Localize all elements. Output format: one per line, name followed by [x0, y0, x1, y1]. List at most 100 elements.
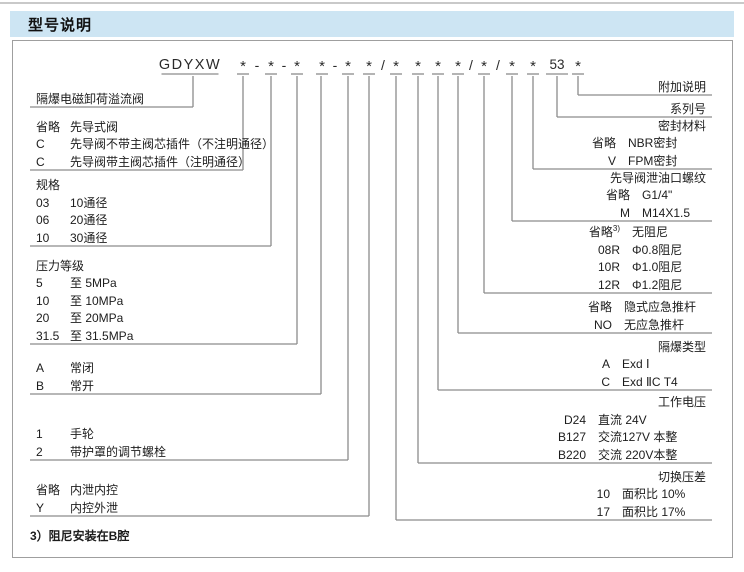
row-header: 隔爆类型: [657, 339, 706, 354]
row-code: D24: [563, 412, 586, 427]
row-code: 31.5: [36, 328, 60, 343]
label-row: 10 至 10MPa: [36, 293, 123, 310]
code-segment: -: [332, 57, 338, 73]
code-segment: *: [435, 58, 441, 75]
label-row: 省略3)无阻尼: [584, 224, 706, 241]
row-code: 08R: [597, 242, 620, 257]
row-desc: 面积比 17%: [622, 504, 686, 519]
code-segment: *: [415, 58, 421, 75]
row-desc: 规格: [36, 178, 61, 193]
row-desc: 至 10MPa: [70, 293, 124, 308]
row-code: M: [620, 205, 630, 220]
label-row: 省略隐式应急推杆: [576, 299, 706, 316]
row-code: 省略3): [588, 224, 620, 240]
row-code: V: [607, 153, 616, 168]
row-code: C: [36, 154, 45, 169]
row-code: 03: [36, 195, 50, 210]
row-code: 省略: [587, 300, 612, 315]
row-desc: 至 31.5MPa: [70, 328, 134, 343]
row-desc: NBR密封: [628, 136, 678, 151]
label-row: 先导阀泄油口螺纹: [610, 170, 706, 187]
label-row: 省略内泄内控: [36, 482, 118, 499]
row-desc: G1/4": [642, 188, 673, 203]
label-row: 系列号: [670, 101, 706, 118]
code-segment: -: [254, 57, 260, 73]
row-code: 1: [36, 427, 43, 442]
label-row: 12R Φ1.2阻尼: [584, 277, 706, 294]
label-row: M M14X1.5: [594, 205, 706, 222]
row-header: 系列号: [669, 101, 706, 116]
row-desc: M14X1.5: [642, 205, 691, 220]
code-segment: *: [268, 58, 274, 75]
row-header: 密封材料: [657, 118, 706, 133]
row-code: 10R: [597, 260, 620, 275]
section-title: 型号说明: [28, 16, 93, 34]
code-segment: *: [393, 58, 399, 75]
row-desc: 先导式阀: [70, 119, 119, 134]
label-row: 10 30通径: [36, 230, 107, 247]
label-row: 压力等级: [36, 258, 84, 275]
row-code: 10: [36, 230, 50, 245]
row-desc: 内泄内控: [70, 483, 119, 498]
label-row: 切换压差: [658, 469, 706, 486]
row-code: NO: [594, 317, 612, 332]
row-desc: 带护罩的调节螺栓: [70, 444, 167, 459]
row-desc: 交流 220V本整: [598, 447, 678, 462]
label-row: 10R Φ1.0阻尼: [584, 259, 706, 276]
row-desc: FPM密封: [628, 153, 678, 168]
row-desc: 20通径: [70, 213, 108, 228]
row-desc: 30通径: [70, 230, 108, 245]
code-segment: *: [240, 58, 246, 75]
code-segment: *: [455, 58, 461, 75]
code-segment: *: [345, 58, 351, 75]
label-row: 隔爆类型: [658, 339, 706, 356]
code-segment: /: [496, 57, 500, 73]
row-code: B220: [557, 447, 586, 462]
row-code: 10: [36, 293, 50, 308]
label-row: 31.5 至 31.5MPa: [36, 328, 133, 345]
row-header: 附加说明: [657, 79, 706, 94]
row-code: 12R: [597, 277, 620, 292]
row-desc: 10通径: [70, 195, 108, 210]
row-code: Y: [36, 500, 45, 515]
row-desc: Exd Ⅰ: [622, 357, 650, 372]
label-row: 工作电压: [658, 394, 706, 411]
row-desc: 隔爆电磁卸荷溢流阀: [36, 91, 145, 106]
row-code: A: [601, 357, 610, 372]
row-desc: Φ1.2阻尼: [632, 277, 683, 292]
row-desc: 手轮: [70, 427, 95, 442]
label-row: 规格: [36, 177, 60, 194]
row-desc: 先导阀带主阀芯插件（注明通径）: [70, 154, 251, 169]
label-row: 附加说明: [658, 79, 706, 96]
row-code: 2: [36, 444, 43, 459]
row-desc: 交流127V 本整: [598, 430, 678, 445]
label-row: 1 手轮: [36, 426, 94, 443]
row-header: 先导阀泄油口螺纹: [609, 170, 706, 185]
row-code: 省略: [36, 483, 61, 498]
label-row: 2 带护罩的调节螺栓: [36, 444, 166, 461]
row-header: 切换压差: [657, 469, 706, 484]
row-code: 10: [596, 487, 610, 502]
row-desc: Φ1.0阻尼: [632, 260, 683, 275]
section-header-bar: 型号说明: [10, 11, 734, 37]
code-segment: /: [469, 57, 473, 73]
row-desc: 至 20MPa: [70, 311, 124, 326]
row-code: A: [36, 361, 45, 376]
label-row: 密封材料: [658, 118, 706, 135]
label-row: 03 10通径: [36, 195, 107, 212]
code-segment: /: [381, 57, 385, 73]
label-row: 隔爆电磁卸荷溢流阀: [36, 91, 144, 108]
